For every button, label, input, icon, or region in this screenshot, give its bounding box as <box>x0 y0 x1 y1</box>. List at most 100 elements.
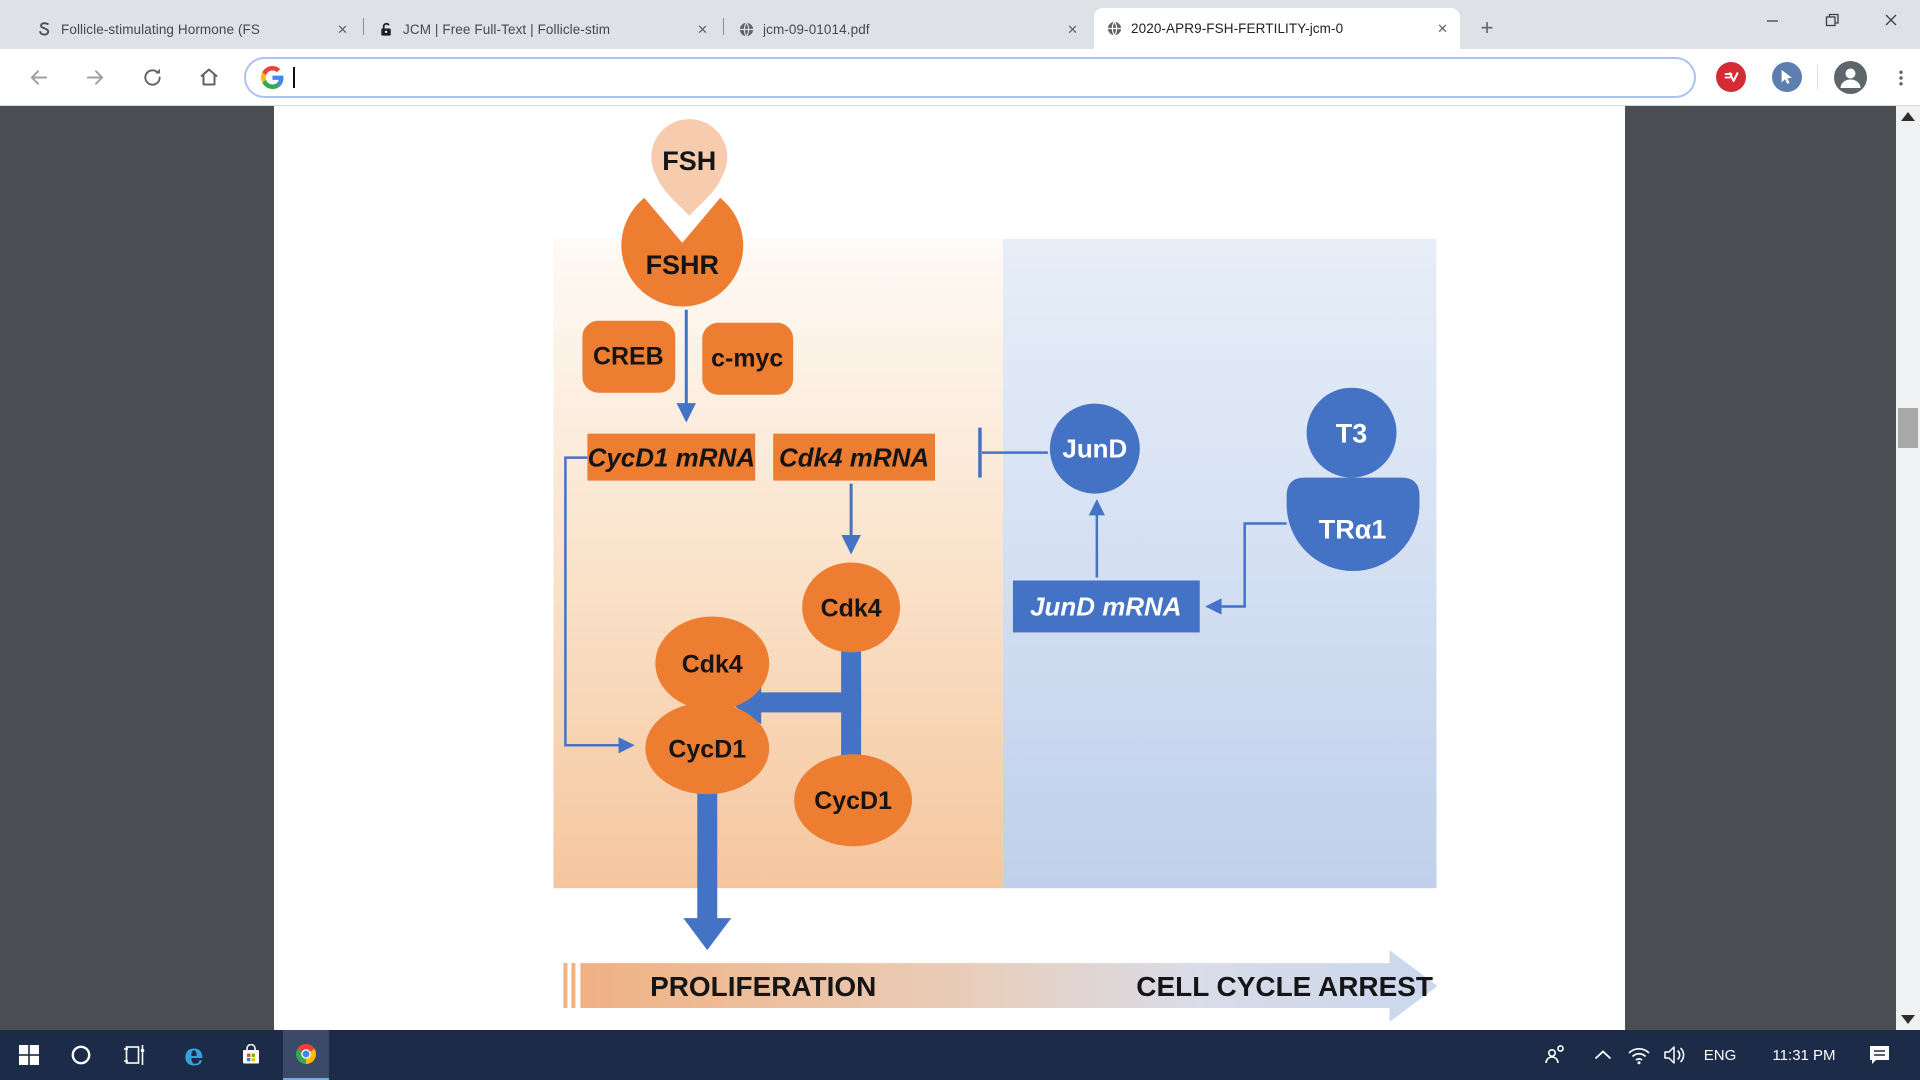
cycd1-complex-label: CycD1 <box>668 735 746 763</box>
task-view-icon <box>124 1045 145 1065</box>
browser-menu-button[interactable] <box>1881 58 1920 98</box>
forward-button[interactable] <box>75 57 115 97</box>
banner-stripe <box>571 963 576 1009</box>
speaker-icon <box>1664 1046 1685 1064</box>
action-center-icon <box>1869 1046 1889 1064</box>
cmyc-box <box>702 322 794 395</box>
cmyc-label: c-myc <box>711 345 783 373</box>
wifi-icon <box>1628 1047 1650 1065</box>
tab-close-icon[interactable]: ✕ <box>1067 21 1078 37</box>
tra1-shape <box>1286 477 1420 571</box>
home-icon <box>200 68 218 86</box>
tab-follicle-hormone[interactable]: Follicle-stimulating Hormone (FS ✕ <box>24 10 360 49</box>
tab-divider <box>723 18 724 35</box>
restore-icon <box>1825 13 1839 27</box>
cdk4-complex-label: Cdk4 <box>682 650 743 678</box>
task-view-button[interactable] <box>111 1030 157 1080</box>
tab-close-icon[interactable]: ✕ <box>1437 20 1448 36</box>
window-restore-button[interactable] <box>1802 0 1861 40</box>
edge-button[interactable]: e <box>171 1030 217 1080</box>
cortana-button[interactable] <box>58 1030 104 1080</box>
google-g-icon <box>261 66 284 89</box>
close-icon <box>1885 14 1896 26</box>
people-icon <box>1545 1045 1564 1064</box>
scroll-up-arrow-icon[interactable] <box>1901 112 1915 121</box>
thick-arrowhead-down <box>683 918 732 951</box>
scrollbar-thumb[interactable] <box>1898 408 1918 448</box>
t3-label: T3 <box>1336 419 1367 449</box>
cycd1-mrna-label: CycD1 mRNA <box>588 443 755 473</box>
microsoft-store-button[interactable] <box>228 1030 274 1080</box>
three-dot-menu-icon <box>1899 70 1903 86</box>
cycd1-free-label: CycD1 <box>814 787 892 815</box>
tab-jcm-pdf[interactable]: jcm-09-01014.pdf ✕ <box>726 10 1090 49</box>
volume-tray-button[interactable] <box>1652 1030 1698 1080</box>
clock[interactable]: 11:31 PM <box>1772 1046 1836 1064</box>
action-center-button[interactable] <box>1856 1030 1902 1080</box>
minimize-icon <box>1767 19 1778 22</box>
windows-logo-icon <box>19 1045 39 1065</box>
cdk4-mrna-box <box>773 433 936 481</box>
profile-avatar-icon <box>1840 68 1861 88</box>
proliferation-label: PROLIFERATION <box>650 971 876 1002</box>
expressvpn-extension-button[interactable] <box>1716 62 1746 92</box>
globe-icon <box>1107 21 1122 36</box>
window-close-button[interactable] <box>1861 0 1920 40</box>
pdf-page: FSH FSHR CREB c-myc CycD1 mRNA Cdk4 mRNA <box>274 106 1625 1030</box>
tab-close-icon[interactable]: ✕ <box>337 21 348 37</box>
tab-divider <box>363 18 364 35</box>
fshr-receptor-shape <box>621 197 744 307</box>
jund-mrna-box <box>1012 580 1200 633</box>
window-minimize-button[interactable] <box>1743 0 1802 40</box>
profile-button[interactable] <box>1834 61 1867 94</box>
fshr-label: FSHR <box>646 250 719 280</box>
unlocked-padlock-icon <box>381 22 391 36</box>
text-cursor <box>293 67 295 88</box>
home-button[interactable] <box>189 57 229 97</box>
scroll-down-arrow-icon[interactable] <box>1901 1015 1915 1024</box>
start-button[interactable] <box>6 1030 52 1080</box>
tray-expand-button[interactable] <box>1580 1030 1626 1080</box>
s-curve-icon <box>39 22 50 36</box>
banner-stripe <box>563 963 568 1009</box>
back-button[interactable] <box>18 57 58 97</box>
pointer-extension-button[interactable] <box>1772 62 1802 92</box>
t3-shape <box>1306 387 1397 478</box>
banner-arrow <box>580 950 1438 1023</box>
tab-fsh-fertility-active[interactable]: 2020-APR9-FSH-FERTILITY-jcm-0 ✕ <box>1094 8 1460 49</box>
edge-icon: e <box>184 1036 204 1073</box>
arrow-tra1-to-jundmrna <box>1205 522 1287 615</box>
jund-mrna-label: JunD mRNA <box>1030 591 1182 621</box>
fsh-label: FSH <box>662 146 716 176</box>
cdk4-free-shape <box>802 562 901 653</box>
tab-title: JCM | Free Full-Text | Follicle-stim <box>403 22 611 37</box>
creb-box <box>582 320 676 393</box>
address-bar[interactable] <box>244 57 1696 98</box>
tab-close-icon[interactable]: ✕ <box>697 21 708 37</box>
language-indicator[interactable]: ENG <box>1703 1046 1737 1064</box>
pdf-scrollbar[interactable] <box>1896 106 1920 1030</box>
tab-jcm-fulltext[interactable]: JCM | Free Full-Text | Follicle-stim ✕ <box>366 10 720 49</box>
tab-title: 2020-APR9-FSH-FERTILITY-jcm-0 <box>1131 21 1344 36</box>
reload-button[interactable] <box>132 57 172 97</box>
chrome-taskbar-button[interactable] <box>283 1030 329 1080</box>
globe-icon <box>739 22 754 37</box>
chevron-up-icon <box>1594 1050 1612 1060</box>
wifi-tray-button[interactable] <box>1616 1030 1662 1080</box>
back-icon <box>30 69 47 85</box>
cursor-arrow-icon <box>1781 69 1792 84</box>
browser-toolbar <box>0 49 1920 106</box>
thick-arrow-to-complex <box>729 680 862 725</box>
cdk4-complex-shape <box>655 616 770 711</box>
pdf-viewer-background: FSH FSHR CREB c-myc CycD1 mRNA Cdk4 mRNA <box>0 106 1896 1030</box>
jund-shape <box>1049 403 1140 494</box>
fsh-ligand-shape <box>651 119 728 216</box>
people-tray-button[interactable] <box>1532 1030 1578 1080</box>
tab-title: jcm-09-01014.pdf <box>763 22 870 37</box>
cdk4-mrna-label: Cdk4 mRNA <box>779 443 929 473</box>
new-tab-button[interactable]: + <box>1480 15 1494 40</box>
cycd1-mrna-box <box>587 433 756 481</box>
expressvpn-icon <box>1724 71 1738 82</box>
cdk4-free-label: Cdk4 <box>821 594 882 622</box>
